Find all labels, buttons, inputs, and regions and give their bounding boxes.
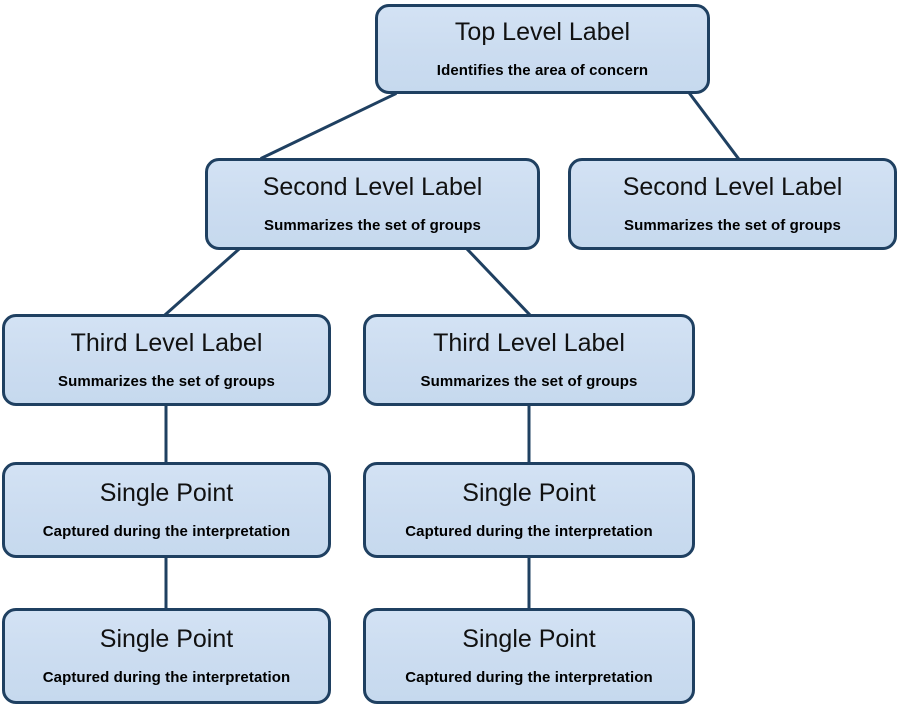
- node-subtitle: Identifies the area of concern: [436, 62, 649, 79]
- node-title: Single Point: [462, 624, 596, 653]
- node-single-point-left-1[interactable]: Single Point Captured during the interpr…: [2, 462, 331, 558]
- edge-top-to-second-right: [687, 91, 741, 161]
- node-single-point-left-2[interactable]: Single Point Captured during the interpr…: [2, 608, 331, 704]
- node-subtitle: Summarizes the set of groups: [263, 217, 481, 234]
- node-single-point-right-1[interactable]: Single Point Captured during the interpr…: [363, 462, 695, 558]
- node-title: Single Point: [99, 478, 234, 507]
- node-title: Second Level Label: [622, 172, 843, 201]
- node-second-level-left[interactable]: Second Level Label Summarizes the set of…: [205, 158, 540, 250]
- node-title: Single Point: [99, 624, 234, 653]
- node-title: Second Level Label: [262, 172, 483, 201]
- edge-second-left-to-third-right: [465, 247, 532, 317]
- node-subtitle: Captured during the interpretation: [42, 523, 291, 540]
- edge-top-to-second-left: [259, 91, 398, 161]
- node-title: Third Level Label: [433, 328, 625, 357]
- node-subtitle: Summarizes the set of groups: [57, 373, 275, 390]
- node-top-level[interactable]: Top Level Label Identifies the area of c…: [375, 4, 710, 94]
- node-subtitle: Captured during the interpretation: [405, 669, 653, 686]
- node-title: Top Level Label: [454, 17, 631, 46]
- node-title: Third Level Label: [70, 328, 263, 357]
- node-subtitle: Summarizes the set of groups: [420, 373, 638, 390]
- edge-second-left-to-third-left: [163, 247, 241, 317]
- node-title: Single Point: [462, 478, 596, 507]
- node-third-level-right[interactable]: Third Level Label Summarizes the set of …: [363, 314, 695, 406]
- node-third-level-left[interactable]: Third Level Label Summarizes the set of …: [2, 314, 331, 406]
- node-subtitle: Captured during the interpretation: [42, 669, 291, 686]
- node-subtitle: Captured during the interpretation: [405, 523, 653, 540]
- node-subtitle: Summarizes the set of groups: [623, 217, 841, 234]
- node-single-point-right-2[interactable]: Single Point Captured during the interpr…: [363, 608, 695, 704]
- node-second-level-right[interactable]: Second Level Label Summarizes the set of…: [568, 158, 897, 250]
